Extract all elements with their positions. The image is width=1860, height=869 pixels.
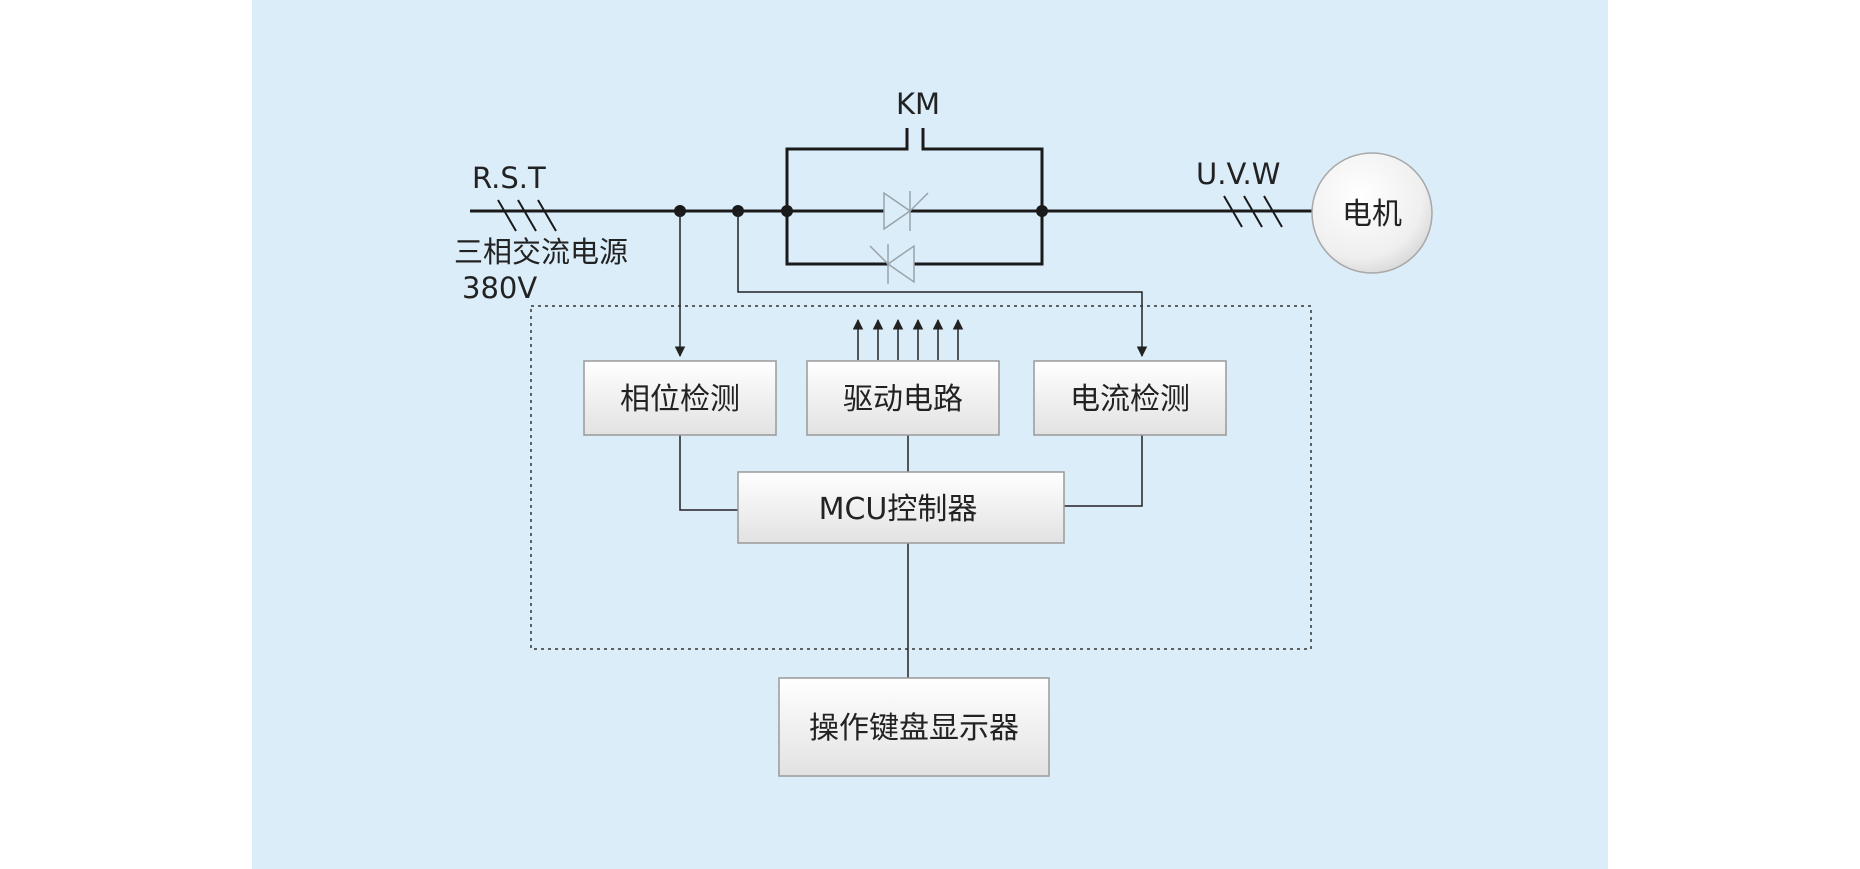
driver-output-arrows [852,318,964,360]
output-phase-slashes [1223,195,1283,228]
input-phase-slashes [497,199,557,232]
mcu-connections [679,434,1143,678]
input-phases-label: R.S.T [472,161,546,195]
current-detect-block: 电流检测 [1033,360,1227,436]
current-detect-label: 电流检测 [1070,382,1190,417]
input-voltage-label: 380V [462,271,537,305]
driver-block: 驱动电路 [806,360,1000,436]
output-phases-label: U.V.W [1196,157,1280,191]
thyristor-forward-icon [883,191,929,231]
motor-circle-icon: 电机 [1311,152,1433,274]
driver-label: 驱动电路 [843,382,963,417]
contactor-km-bypass [785,128,1044,211]
phase-detect-label: 相位检测 [620,382,740,417]
mcu-label: MCU控制器 [819,492,978,527]
keypad-display-label: 操作键盘显示器 [809,711,1019,746]
motor-label: 电机 [1342,197,1402,232]
thyristor-reverse-icon [869,244,915,284]
contactor-label: KM [896,87,940,121]
controller-enclosure [530,305,1312,650]
mcu-block: MCU控制器 [737,471,1065,544]
keypad-display-block: 操作键盘显示器 [778,677,1050,777]
phase-detect-block: 相位检测 [583,360,777,436]
input-source-label: 三相交流电源 [454,235,628,269]
current-sense-line [737,211,1148,358]
